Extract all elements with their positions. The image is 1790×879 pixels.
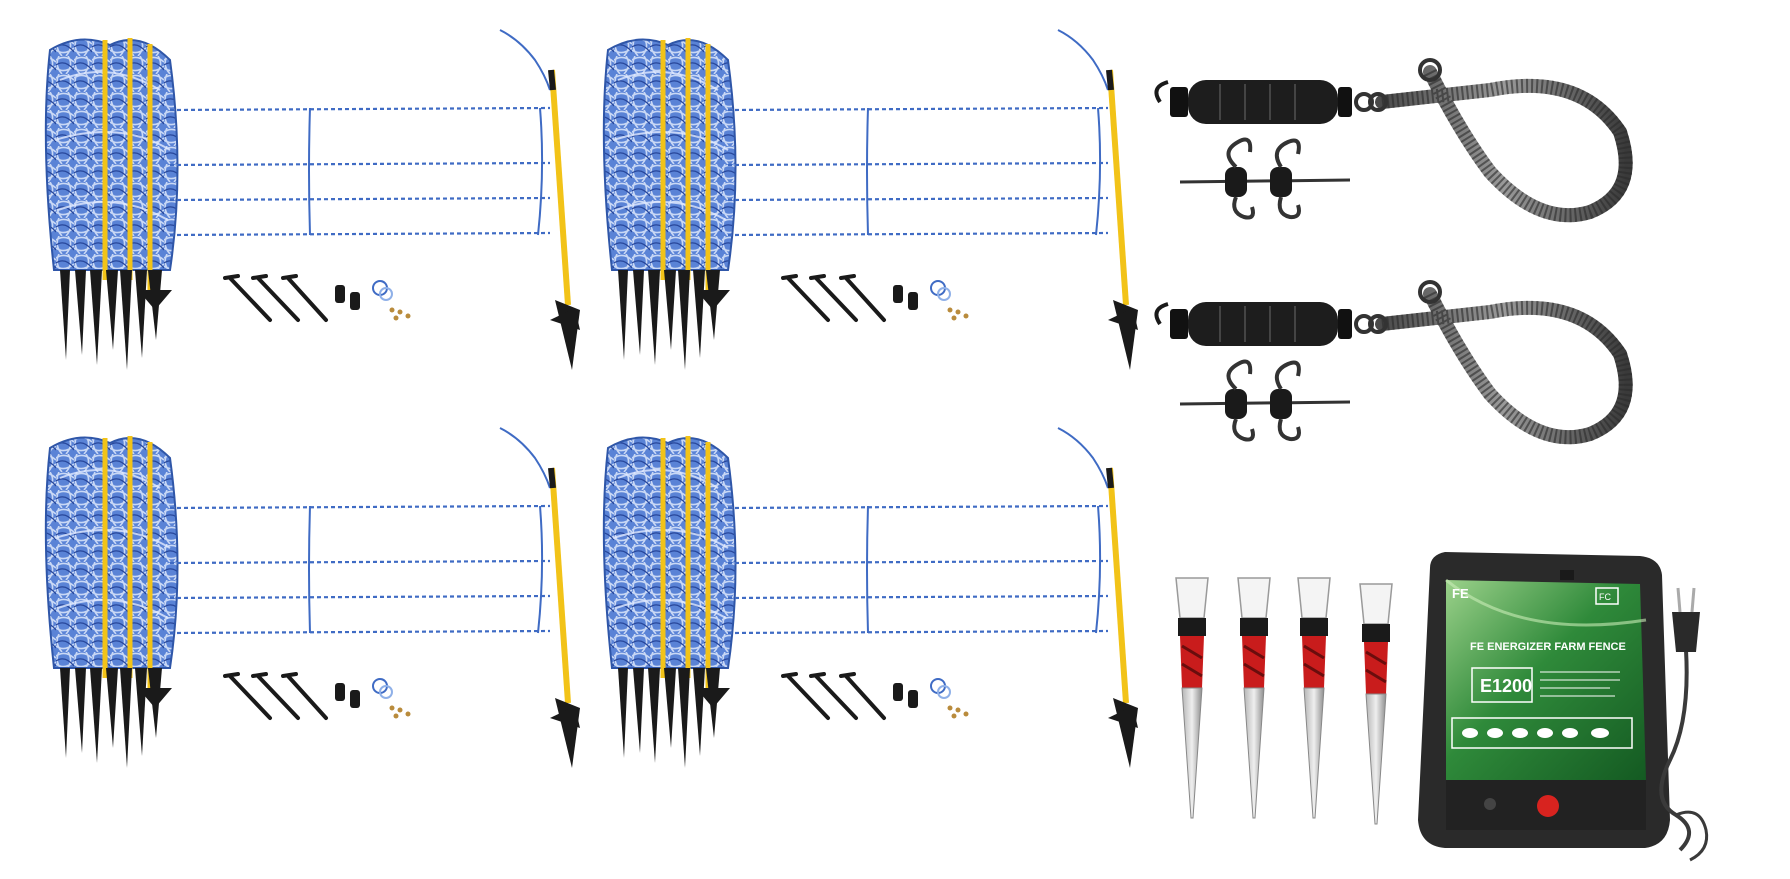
ground-stake-2 (1236, 576, 1272, 820)
ground-stake-4 (1358, 582, 1394, 826)
ground-stake-3 (1296, 576, 1332, 820)
fence-net-kit-4 (604, 428, 1138, 768)
fence-net-kit-1 (46, 30, 580, 370)
power-knob-icon (1537, 795, 1559, 817)
energizer-label: FE ENERGIZER FARM FENCE (1470, 641, 1626, 653)
ground-stake-1 (1174, 576, 1210, 820)
fence-net-kit-2 (604, 30, 1138, 370)
gate-handle-set-2 (1156, 282, 1625, 440)
animal-icons (1462, 728, 1609, 738)
gate-handle-set-1 (1156, 60, 1625, 218)
energizer-model: E1200 (1480, 676, 1532, 696)
fence-energizer: FE FC FE ENERGIZER FARM FENCE E1200 (1418, 552, 1670, 848)
energizer-brand-mark: FE (1452, 586, 1469, 601)
power-plug-cord (1659, 587, 1709, 862)
energizer-logo: FC (1599, 592, 1611, 602)
fence-net-kit-3 (46, 428, 580, 768)
